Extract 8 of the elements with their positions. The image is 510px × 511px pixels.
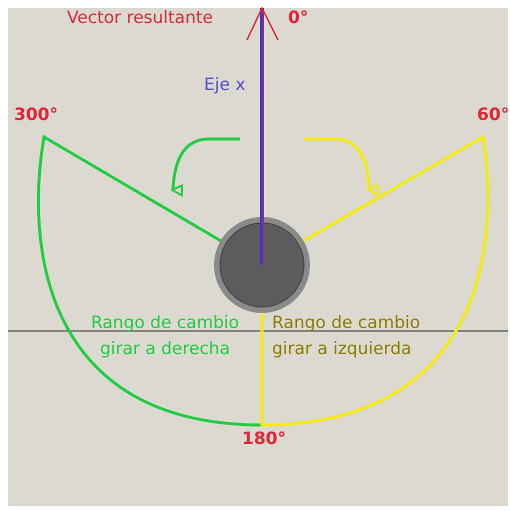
angle-label: 60° bbox=[477, 105, 510, 126]
vector-label: Vector resultante bbox=[67, 8, 213, 30]
angle-label: 0° bbox=[288, 8, 308, 30]
angle-label: 180° bbox=[242, 429, 286, 450]
angle-label: 300° bbox=[14, 105, 58, 126]
range-label: Rango de cambio girar a derecha bbox=[90, 312, 240, 362]
axis-label: Eje x bbox=[204, 75, 246, 96]
range-label: Rango de cambio girar a izquierda bbox=[272, 312, 422, 362]
